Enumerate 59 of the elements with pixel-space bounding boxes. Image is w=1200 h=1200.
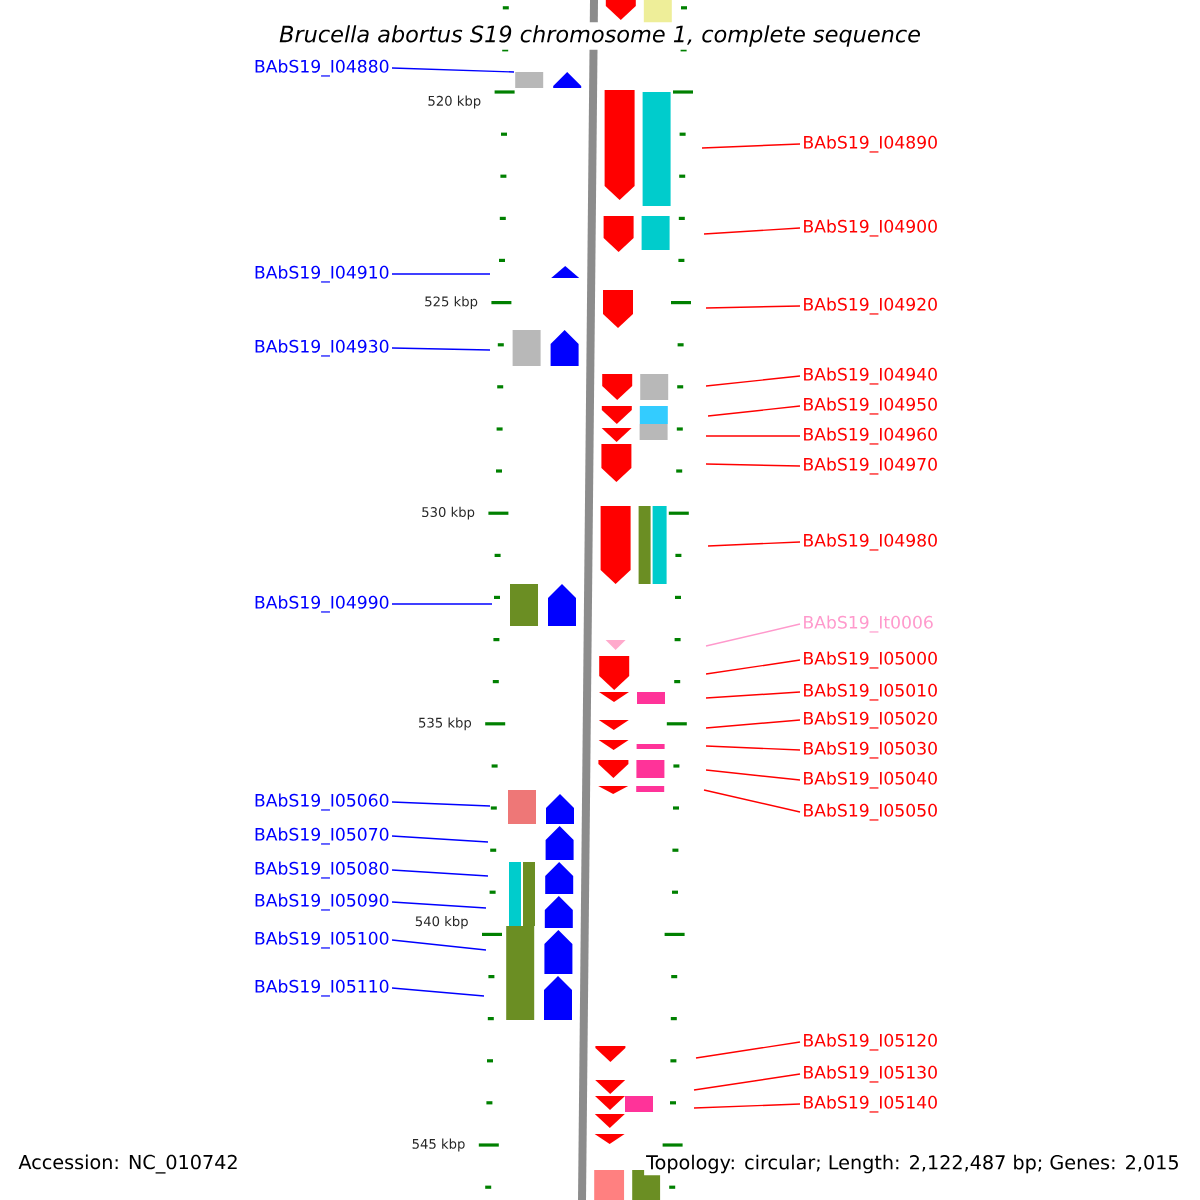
gene-label: BAbS19_I04960	[804, 427, 937, 445]
gene-label: BAbS19_I04940	[804, 367, 937, 385]
topology-text: Topology: circular; Length: 2,122,487 bp; Genes: 2,015	[644, 1152, 1182, 1176]
gene-label: BAbS19_I04910	[255, 265, 389, 283]
gene-label: BAbS19_I05020	[804, 711, 937, 729]
gene-label: BAbS19_I04950	[804, 397, 937, 415]
gene-label: BAbS19_I04970	[804, 457, 937, 475]
gene-label: BAbS19_I05140	[804, 1095, 937, 1113]
leader-line	[391, 939, 487, 951]
gene-label: BAbS19_I05040	[804, 771, 937, 789]
gene-label: BAbS19_I04930	[255, 339, 389, 357]
gene-label: BAbS19_I04900	[804, 219, 937, 237]
leader-line	[701, 143, 801, 149]
gene-label: BAbS19_I05060	[255, 793, 389, 811]
leader-line	[705, 435, 801, 437]
gene-label: BAbS19_I05130	[804, 1065, 937, 1083]
leader-line	[705, 623, 801, 647]
leader-line	[391, 869, 489, 877]
gene-label: BAbS19_I05120	[804, 1033, 937, 1051]
leader-line	[705, 769, 801, 781]
gene-label: BAbS19_I05000	[804, 651, 937, 669]
leader-line	[391, 603, 493, 605]
gene-label: BAbS19_I04920	[804, 297, 937, 315]
leader-line	[695, 1041, 801, 1059]
leader-line	[705, 719, 801, 729]
leader-line	[391, 67, 515, 73]
leader-line	[705, 745, 801, 751]
gene-label: BAbS19_It0006	[804, 615, 933, 633]
gene-label: BAbS19_I05050	[804, 803, 937, 821]
leader-line	[707, 541, 801, 547]
gene-label: BAbS19_I05100	[255, 931, 389, 949]
leader-line	[703, 789, 801, 813]
gene-label: BAbS19_I05110	[255, 979, 389, 997]
leader-line	[391, 801, 491, 807]
leader-line	[705, 305, 801, 309]
leader-line	[705, 691, 801, 699]
gene-label: BAbS19_I05010	[804, 683, 937, 701]
accession-text: Accession: NC_010742	[18, 1154, 237, 1174]
gene-label: BAbS19_I05030	[804, 741, 937, 759]
leader-line	[391, 835, 489, 843]
leader-line	[705, 375, 801, 387]
leader-line	[693, 1103, 801, 1109]
gene-label: BAbS19_I05070	[255, 827, 389, 845]
leader-line	[693, 1073, 801, 1091]
gene-label: BAbS19_I05080	[255, 861, 389, 879]
gene-label: BAbS19_I04880	[255, 59, 389, 77]
gene-label: BAbS19_I05090	[255, 893, 389, 911]
leader-line	[703, 227, 801, 235]
gene-label: BAbS19_I04980	[804, 533, 937, 551]
leader-line	[391, 273, 491, 275]
gene-label: BAbS19_I04890	[804, 135, 937, 153]
title: Brucella abortus S19 chromosome 1, complete sequence	[276, 22, 924, 50]
leader-line	[707, 405, 801, 417]
leader-line	[391, 987, 485, 997]
leader-line	[391, 347, 491, 351]
gene-label: BAbS19_I04990	[255, 595, 389, 613]
leader-line	[391, 901, 487, 909]
leader-line	[705, 659, 801, 675]
leader-line	[705, 463, 801, 467]
